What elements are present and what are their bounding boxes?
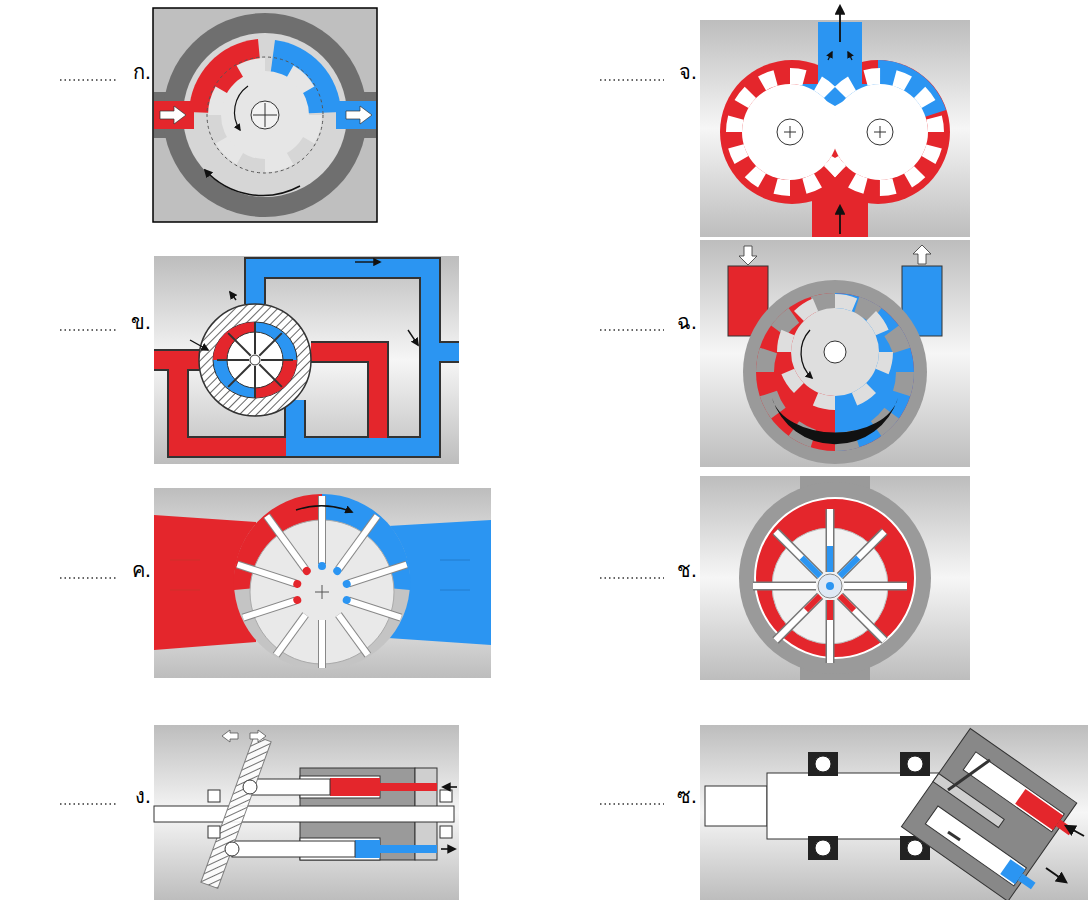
vane-pump-housing [700,476,970,680]
item-letter: ช. [677,558,697,582]
item-letter: ฉ. [677,310,697,334]
item-letter: ก. [133,60,151,84]
axial-piston-pump [154,725,459,900]
item-letter: ค. [132,558,151,582]
item-letter: ง. [135,784,151,808]
vane-pump [154,488,491,678]
item-letter: จ. [679,60,697,84]
balanced-vane-pump [154,256,459,464]
bent-axis-piston-pump [700,725,1088,908]
item-letter: ข. [131,310,151,334]
internal-gear-pump [700,240,970,467]
external-gear-pump [700,6,970,237]
gerotor-pump [153,8,377,222]
item-letter: ซ. [677,784,697,808]
